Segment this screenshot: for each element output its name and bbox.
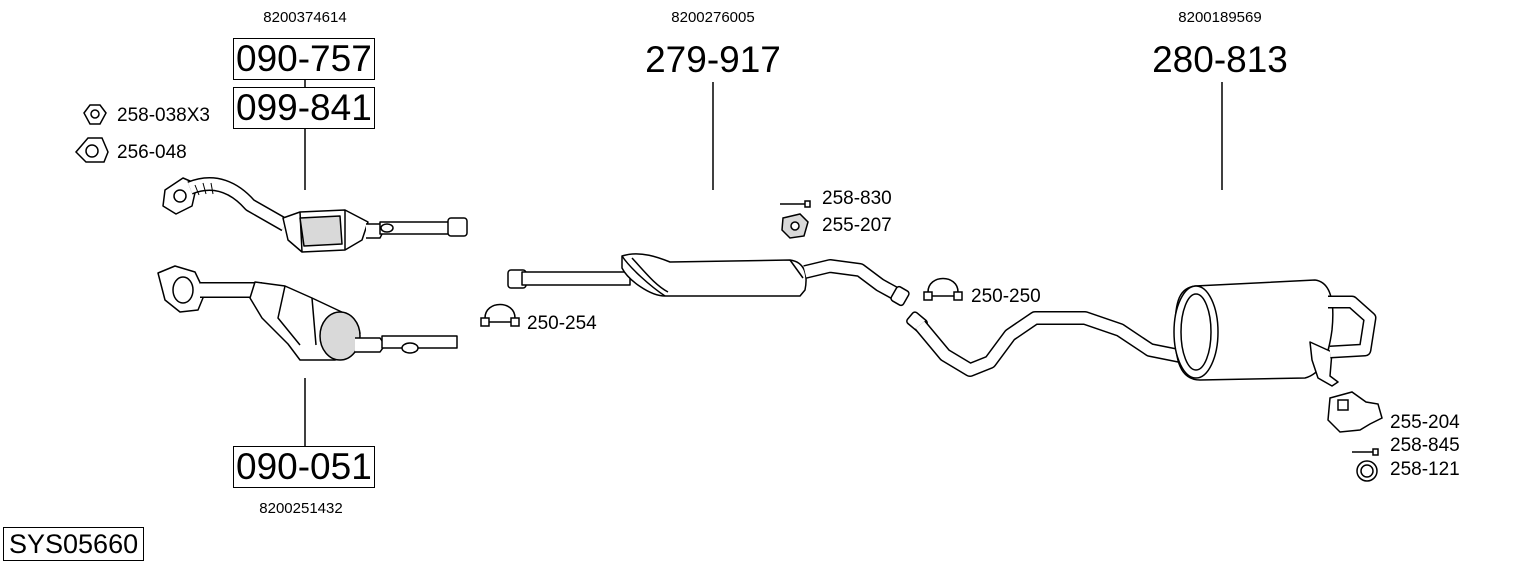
oem-number-middle-muffler: 8200276005: [671, 9, 755, 26]
oem-number-lower-cat: 8200251432: [259, 500, 343, 517]
accessory-label[interactable]: 258-038X3: [117, 105, 210, 126]
bolt-icon: [780, 200, 811, 208]
middle-muffler: [507, 253, 910, 307]
ring-icon: [1356, 460, 1378, 482]
accessory-label[interactable]: 250-250: [971, 286, 1041, 307]
catalytic-converter-lower: [157, 265, 458, 361]
oem-number-rear-muffler: 8200189569: [1178, 9, 1262, 26]
clamp-icon: [480, 303, 520, 327]
clamp-icon: [923, 277, 963, 301]
accessory-label[interactable]: 255-204: [1390, 412, 1460, 433]
part-number-box[interactable]: 090-051: [233, 446, 375, 488]
gasket-icon: [74, 137, 109, 163]
bracket-icon: [1327, 391, 1383, 433]
bolt-icon: [1352, 448, 1379, 456]
system-id-box: SYS05660: [3, 527, 145, 561]
part-number-rear-muffler[interactable]: 280-813: [1152, 39, 1288, 80]
nut-icon: [83, 104, 107, 125]
accessory-label[interactable]: 258-121: [1390, 459, 1460, 480]
accessory-label[interactable]: 258-845: [1390, 435, 1460, 456]
part-number-box[interactable]: 090-757: [233, 38, 375, 80]
accessory-label[interactable]: 255-207: [822, 215, 892, 236]
accessory-label[interactable]: 256-048: [117, 142, 187, 163]
accessory-label[interactable]: 250-254: [527, 313, 597, 334]
accessory-label[interactable]: 258-830: [822, 188, 892, 209]
rubber-mount-icon: [781, 213, 809, 239]
part-number-box[interactable]: 099-841: [233, 87, 375, 129]
part-number-middle-muffler[interactable]: 279-917: [645, 39, 781, 80]
oem-number-upper-cat: 8200374614: [263, 9, 347, 26]
catalytic-converter-upper: [162, 177, 468, 253]
rear-muffler: [906, 279, 1377, 387]
